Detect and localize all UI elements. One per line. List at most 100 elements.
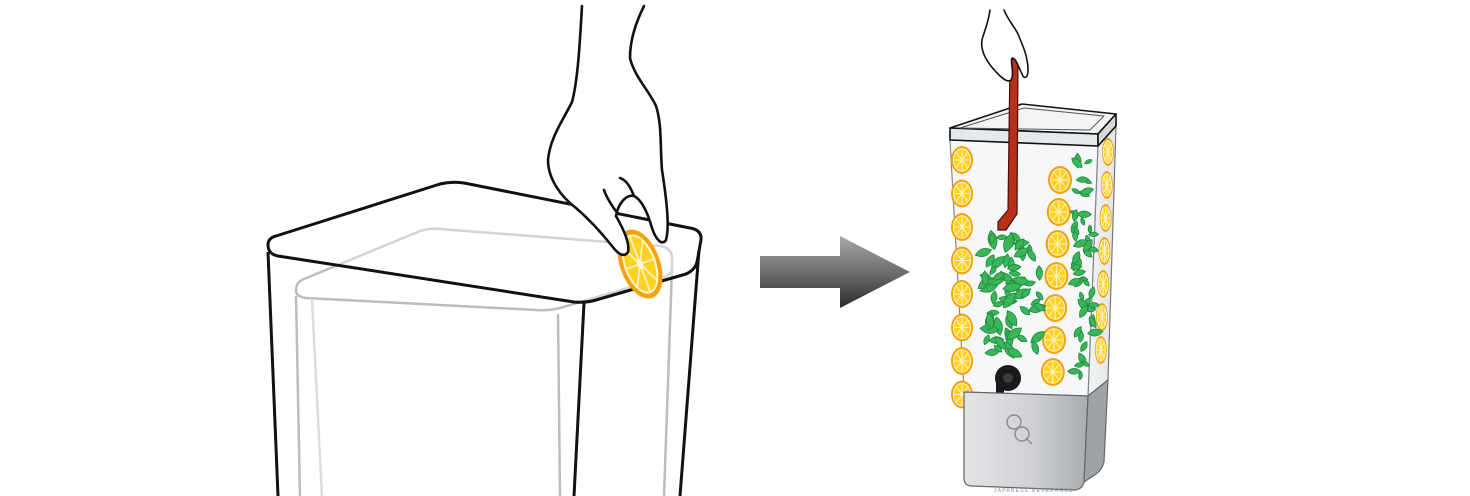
lemon-slice-icon: [951, 280, 973, 308]
brand-logo-icon: [1006, 414, 1033, 445]
mint-leaf: [1035, 291, 1044, 301]
mint-leaf: [974, 248, 993, 258]
mint-leaf: [992, 272, 1005, 281]
arrow-right-icon: [760, 236, 910, 308]
mint-leaf: [1080, 216, 1086, 226]
lemon-slice-icon: [1048, 166, 1072, 194]
lemon-column-front-left: [951, 146, 973, 409]
dispenser-lid: [949, 103, 1117, 147]
mint-leaf: [1015, 334, 1028, 343]
mint-leaf: [1072, 269, 1087, 277]
lemon-slice-icon: [1098, 237, 1111, 265]
mint-leaf: [1014, 238, 1025, 251]
mint-leaf: [1087, 224, 1093, 234]
mint-leaf: [1006, 327, 1023, 340]
mint-leaf: [1079, 304, 1088, 319]
mint-leaf: [1071, 188, 1081, 194]
mint-leaf: [1079, 291, 1085, 301]
mint-leaf: [983, 334, 990, 346]
hand-icon-small: [980, 9, 1029, 82]
infuser-core-icon: [997, 57, 1019, 231]
mint-leaf: [1080, 341, 1088, 353]
mint-leaves: [974, 152, 1104, 381]
mint-leaf: [1073, 362, 1085, 368]
mint-leaf: [995, 234, 1008, 241]
mint-leaf: [990, 256, 1005, 269]
mint-leaf: [1085, 307, 1097, 313]
lemon-slice-icon: [1099, 204, 1112, 232]
lemon-slice-icon: [1040, 358, 1065, 386]
lemon-slice-icon: [951, 313, 973, 342]
mint-leaf: [1080, 187, 1095, 195]
lemon-slice-icon: [1094, 336, 1107, 364]
container-outer: [266, 180, 703, 496]
hand-icon: [546, 4, 669, 257]
mint-leaf: [1024, 280, 1037, 287]
lemon-slice-icon: [951, 213, 973, 241]
mint-leaf: [1076, 210, 1092, 218]
mint-leaf: [984, 348, 1001, 356]
mint-leaf: [1071, 157, 1083, 168]
lemon-slice-icon: [1097, 270, 1110, 298]
mint-leaf: [1073, 326, 1082, 338]
mint-leaf: [1030, 331, 1045, 344]
lemon-slice-icon: [1044, 262, 1069, 290]
mint-leaf: [1013, 247, 1030, 258]
mint-leaf: [1072, 239, 1089, 248]
mint-leaf: [1002, 282, 1022, 293]
mint-leaf: [1083, 239, 1093, 253]
mint-leaf: [1027, 249, 1036, 262]
mint-leaf: [993, 345, 1003, 353]
lemon-slice-icon: [1045, 230, 1070, 258]
mint-leaf: [1008, 270, 1022, 277]
lemon-slice-icon: [1046, 198, 1071, 226]
mint-leaf: [1088, 316, 1097, 329]
mint-leaf: [990, 290, 998, 305]
mint-leaf: [1077, 257, 1082, 268]
mint-leaf: [1081, 360, 1090, 367]
mint-leaf: [1078, 371, 1083, 381]
mint-leaf: [1006, 264, 1022, 271]
container-inner-liner: [294, 227, 674, 496]
mint-leaf: [1031, 340, 1039, 355]
lemon-slice-icon: [951, 347, 973, 375]
lemon-slice-icon: [1043, 294, 1068, 322]
mint-leaf: [1072, 250, 1081, 265]
mint-leaf: [992, 301, 1005, 308]
mint-leaf: [1066, 368, 1082, 375]
mint-leaf: [985, 312, 995, 330]
mint-leaf: [1030, 298, 1041, 306]
step1-illustration: [266, 4, 703, 496]
lemon-slice-icon: [951, 146, 973, 174]
mint-leaf: [1033, 303, 1046, 312]
brand-text: JAPANESE BEVERAGES: [994, 488, 1074, 494]
beverage-dispenser-icon: JAPANESE BEVERAGES: [949, 9, 1117, 494]
mint-leaf: [1003, 292, 1016, 309]
lemon-slice-icon: [1100, 171, 1113, 199]
mint-leaf: [1073, 226, 1080, 236]
lemon-slice-icon: [1096, 303, 1108, 331]
lemon-column-front-right: [1040, 166, 1072, 386]
lemon-slice-icon: [1102, 138, 1114, 166]
mint-leaf: [1072, 209, 1079, 222]
mint-leaf: [1007, 348, 1023, 358]
dispenser-base: [963, 379, 1109, 491]
mint-leaf: [1035, 265, 1043, 281]
mint-leaf: [1009, 232, 1021, 242]
mint-leaf: [981, 270, 989, 287]
mint-leaf: [989, 265, 997, 276]
mint-leaf: [985, 254, 995, 268]
mint-leaf: [1075, 176, 1090, 183]
mint-leaf: [1084, 159, 1093, 165]
mint-leaf: [1067, 278, 1082, 286]
lemon-slice-icon: [951, 246, 973, 275]
lemon-slice-icon: [1042, 326, 1066, 354]
mint-leaf: [989, 232, 995, 245]
lemon-slice-icon: [951, 179, 973, 208]
mint-leaf: [1002, 253, 1010, 269]
lemon-column-side: [1094, 138, 1114, 364]
mint-leaf: [1087, 231, 1100, 238]
mint-leaf: [1087, 328, 1104, 337]
mint-leaf: [1006, 310, 1018, 327]
